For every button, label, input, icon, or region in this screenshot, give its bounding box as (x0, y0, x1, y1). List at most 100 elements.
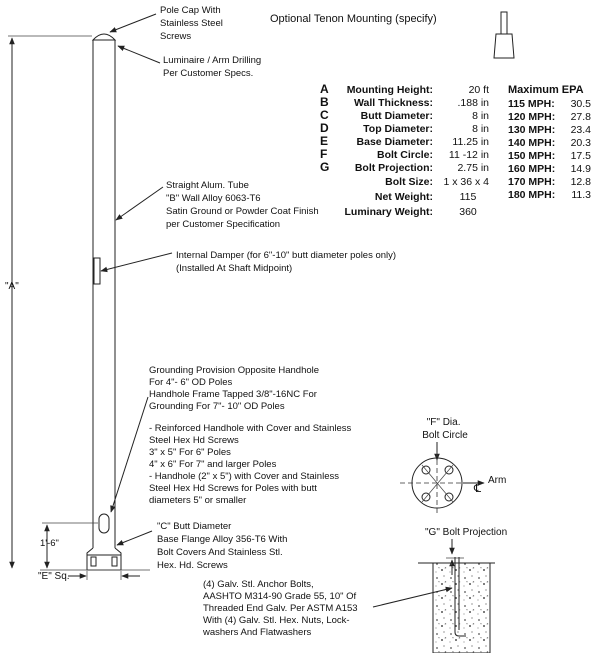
epa-speed: 160 MPH: (508, 163, 555, 175)
anchor-bolt-leader (372, 586, 453, 608)
spec-label: Mounting Height: (347, 84, 433, 96)
spec-label: Base Diameter: (357, 136, 433, 148)
luminaire-drilling-leader (117, 45, 161, 64)
spec-value: 1 x 36 x 4 (443, 176, 489, 188)
epa-speed: 115 MPH: (508, 98, 555, 110)
spec-label: Butt Diameter: (361, 110, 433, 122)
epa-speed: 150 MPH: (508, 150, 555, 162)
epa-speed: 140 MPH: (508, 137, 555, 149)
spec-row: Luminary Weight: 360 (345, 206, 477, 218)
epa-title: Maximum EPA (508, 84, 584, 96)
tenon-title: Optional Tenon Mounting (specify) (270, 13, 437, 25)
concrete-foundation (432, 562, 491, 653)
epa-speed: 170 MPH: (508, 176, 555, 188)
epa-speed: 130 MPH: (508, 124, 555, 136)
pole-cap-leader (109, 13, 157, 33)
handhole-leader (110, 396, 149, 513)
butt-base-leader (116, 530, 153, 546)
spec-label: Bolt Size: (385, 176, 433, 188)
spec-value: 20 ft (469, 84, 490, 96)
spec-label: Bolt Circle: (377, 149, 433, 161)
base-bolt-cover-right (111, 556, 118, 567)
spec-value: 360 (459, 206, 477, 218)
spec-label: Bolt Projection: (355, 162, 433, 174)
spec-letter: E (320, 134, 328, 148)
epa-value: 11.3 (571, 189, 591, 201)
spec-value: 11 -12 in (449, 149, 489, 161)
base-square-dimension: "E" Sq. (38, 571, 140, 582)
spec-label: Top Diameter: (363, 123, 433, 135)
butt-base-note: "C" Butt Diameter Base Flange Alloy 356-… (157, 521, 290, 571)
epa-value: 14.9 (571, 163, 592, 175)
spec-letter: C (320, 108, 329, 122)
base-flange (86, 547, 122, 571)
spec-row: F Bolt Circle: 11 -12 in (320, 147, 489, 161)
bolt-circle-detail: "F" Dia. Bolt Circle Arm ℄ (400, 417, 506, 516)
height-dimension: "A" (5, 35, 92, 569)
spec-value: 8 in (472, 123, 489, 135)
anchor-bolt-hole (421, 465, 431, 475)
epa-value: 12.8 (571, 176, 592, 188)
epa-value: 30.5 (571, 98, 592, 110)
damper-leader (100, 252, 173, 273)
anchor-bolt-hole (444, 465, 454, 475)
spec-value: 11.25 in (452, 136, 489, 148)
spec-letter: F (320, 147, 327, 161)
epa-value: 27.8 (571, 111, 592, 123)
tenon-mounting-detail: Optional Tenon Mounting (specify) (270, 11, 515, 59)
centerline-symbol: ℄ (473, 483, 481, 495)
tenon-sleeve (493, 33, 515, 59)
spec-letter: A (320, 82, 329, 96)
spec-row: D Top Diameter: 8 in (320, 121, 489, 135)
spec-value: 115 (460, 191, 477, 203)
tenon-pin (500, 11, 508, 35)
spec-label: Net Weight: (375, 191, 433, 203)
handhole-note: - Reinforced Handhole with Cover and Sta… (149, 423, 354, 506)
pole-cap (91, 33, 117, 41)
spec-letter: B (320, 95, 329, 109)
spec-letter: D (320, 121, 329, 135)
handhole-height-dimension: 1'-6" (40, 522, 98, 569)
anchor-bolts-note: (4) Galv. Stl. Anchor Bolts, AASHTO M314… (202, 579, 360, 638)
bolt-circle-title: "F" Dia. Bolt Circle (422, 417, 468, 441)
height-dimension-label: "A" (5, 281, 19, 292)
base-square-label: "E" Sq. (38, 571, 70, 582)
anchor-bolt-hole (421, 492, 431, 502)
anchor-bolt-hole (444, 492, 454, 502)
epa-table: Maximum EPA 115 MPH: 30.5 120 MPH: 27.8 … (508, 84, 591, 201)
epa-speed: 180 MPH: (508, 189, 555, 201)
handhole (98, 513, 110, 534)
spec-letter: G (320, 160, 329, 174)
grounding-note: Grounding Provision Opposite Handhole Fo… (149, 365, 322, 412)
callout-leaders (100, 13, 173, 546)
spec-row: B Wall Thickness: .188 in (320, 95, 489, 109)
spec-row: A Mounting Height: 20 ft (320, 82, 489, 96)
tube-note: Straight Alum. Tube "B" Wall Alloy 6063-… (166, 180, 321, 230)
epa-value: 20.3 (571, 137, 592, 149)
spec-label: Luminary Weight: (345, 206, 433, 218)
damper-note: Internal Damper (for 6"-10" butt diamete… (176, 250, 399, 274)
handhole-height-label: 1'-6" (40, 538, 59, 549)
epa-speed: 120 MPH: (508, 111, 555, 123)
spec-table: A Mounting Height: 20 ft B Wall Thicknes… (320, 82, 489, 218)
internal-damper (93, 257, 101, 285)
spec-value: .188 in (457, 97, 489, 109)
spec-value: 8 in (472, 110, 489, 122)
spec-value: 2.75 in (457, 162, 489, 174)
anchor-bolt (454, 557, 466, 637)
pole-elevation (40, 33, 150, 571)
tube-leader (115, 186, 164, 221)
spec-row: C Butt Diameter: 8 in (320, 108, 489, 122)
spec-row: G Bolt Projection: 2.75 in (320, 160, 489, 174)
arm-label: Arm (488, 475, 506, 486)
spec-row: E Base Diameter: 11.25 in (320, 134, 489, 148)
bolt-projection-detail: "G" Bolt Projection (372, 527, 507, 653)
spec-label: Wall Thickness: (354, 97, 433, 109)
spec-row: Net Weight: 115 (375, 191, 477, 203)
luminaire-drilling-note: Luminaire / Arm Drilling Per Customer Sp… (163, 55, 264, 79)
epa-value: 23.4 (571, 124, 592, 136)
pole-cap-note: Pole Cap With Stainless Steel Screws (160, 5, 225, 42)
epa-value: 17.5 (571, 150, 592, 162)
bolt-projection-title: "G" Bolt Projection (425, 527, 507, 538)
